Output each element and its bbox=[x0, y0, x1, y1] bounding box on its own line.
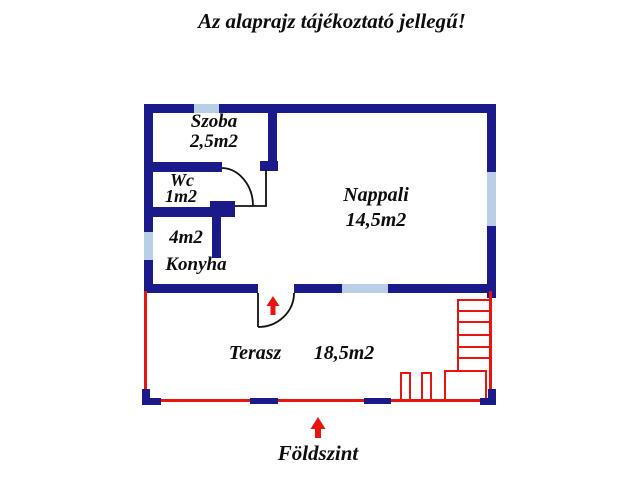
wall-szoba-bottom bbox=[144, 162, 222, 172]
window-icon-left bbox=[144, 232, 153, 260]
wall-bottom-right-segment bbox=[388, 284, 496, 293]
terrace-post bbox=[364, 398, 391, 404]
room-area: 14,5m2 bbox=[345, 209, 407, 231]
terrace-corner-post-right bbox=[488, 389, 496, 404]
room-area-terasz: 18,5m2 bbox=[313, 342, 375, 364]
disclaimer-title: Az alaprajz tájékoztató jellegű! bbox=[198, 9, 466, 33]
terrace-corner-post-left bbox=[142, 398, 161, 405]
window-icon-bottom bbox=[342, 284, 388, 293]
entrance-up-arrow-icon-bottom bbox=[310, 417, 326, 438]
room-area-wc: 1m2 bbox=[164, 186, 197, 206]
terrace-edge-left bbox=[144, 291, 147, 402]
terrace-step-post bbox=[400, 372, 411, 400]
stairs-icon-tread bbox=[457, 346, 490, 348]
room-area: 2,5m2 bbox=[189, 131, 239, 152]
terrace-corner-post-right bbox=[480, 398, 496, 405]
terrace-post bbox=[250, 398, 278, 404]
wall-szoba-right bbox=[268, 104, 277, 164]
door-frame-wc bbox=[235, 170, 267, 207]
wall-bottom-mid-segment bbox=[294, 284, 342, 293]
window-icon-right bbox=[487, 172, 496, 226]
entrance-up-arrow-icon-terrace bbox=[266, 296, 280, 315]
stairs-icon-tread bbox=[457, 299, 490, 301]
stairs-icon-tread bbox=[457, 334, 490, 336]
wall-szoba-right-jamb bbox=[260, 161, 278, 171]
wall-wc-bottom bbox=[144, 207, 212, 217]
stairs-icon-tread bbox=[457, 321, 490, 323]
room-area-konyha: 4m2 bbox=[169, 227, 203, 248]
window-icon-top bbox=[194, 104, 219, 113]
wall-top bbox=[144, 104, 496, 113]
room-name: Nappali bbox=[343, 184, 409, 206]
terrace-edge-bottom bbox=[144, 399, 496, 402]
wall-left bbox=[144, 104, 153, 293]
wall-bottom-left-segment bbox=[144, 284, 258, 293]
room-name-wc: Wc bbox=[170, 170, 194, 190]
floor-caption: Földszint bbox=[277, 441, 359, 465]
terrace-step-landing bbox=[444, 370, 487, 400]
stairs-icon-tread bbox=[457, 310, 490, 312]
stairs-icon-tread bbox=[457, 357, 490, 359]
wall-konyha-right bbox=[212, 207, 221, 258]
door-swing-arc-terrace bbox=[257, 292, 295, 328]
room-label-szoba: Szoba 2,5m2 bbox=[174, 112, 254, 152]
terrace-edge-right bbox=[489, 291, 492, 402]
terrace-step-post bbox=[421, 372, 432, 400]
room-name-terasz: Terasz bbox=[228, 342, 282, 364]
room-name: Szoba bbox=[190, 111, 238, 132]
room-label-nappali: Nappali 14,5m2 bbox=[330, 183, 422, 233]
room-name-konyha: Konyha bbox=[165, 254, 227, 275]
terrace-corner-post-left bbox=[142, 389, 150, 404]
